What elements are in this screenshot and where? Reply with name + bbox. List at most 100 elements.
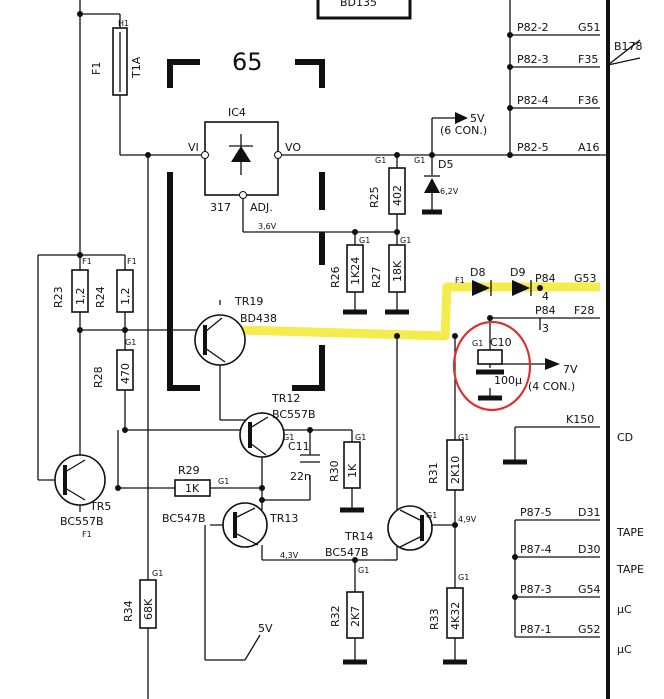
regulator-ic4: IC4 VI VO 317 ADJ. [188,106,301,214]
svg-text:2K7: 2K7 [349,606,362,627]
svg-text:G1: G1 [458,433,469,442]
svg-text:18K: 18K [391,260,404,282]
svg-text:G52: G52 [578,623,601,636]
svg-text:R28: R28 [92,366,105,388]
transistor-tr12: TR12 BC557B [239,392,316,458]
svg-text:P87-3: P87-3 [520,583,552,596]
svg-text:R26: R26 [329,266,342,288]
svg-text:P87-1: P87-1 [520,623,552,636]
svg-text:B178: B178 [614,40,643,53]
svg-text:CD: CD [617,431,633,444]
transistor-tr5: TR5 BC557B F1 [54,454,111,539]
svg-text:TR12: TR12 [271,392,300,405]
svg-text:C10: C10 [490,336,512,349]
svg-text:R27: R27 [370,266,383,288]
resistor-r34: 68K R34 [122,579,157,629]
svg-text:P84: P84 [535,304,556,317]
v-4v3: 4,3V [280,551,299,560]
svg-text:G1: G1 [152,569,163,578]
svg-text:R31: R31 [427,462,440,484]
resistor-r29: 1K R29 [174,464,211,497]
svg-text:BC547B: BC547B [325,546,369,559]
svg-text:TR13: TR13 [269,512,298,525]
transistor-tr14: TR14 BC547B [325,505,433,559]
svg-text:F1: F1 [455,276,465,285]
svg-text:VO: VO [285,141,301,154]
svg-text:IC4: IC4 [228,106,246,119]
svg-text:2K10: 2K10 [449,456,462,484]
svg-text:5V: 5V [470,112,485,125]
svg-text:F36: F36 [578,94,598,107]
svg-text:7V: 7V [563,363,578,376]
svg-text:F1: F1 [127,257,137,266]
svg-text:G1: G1 [218,477,229,486]
svg-text:G1: G1 [426,511,437,520]
svg-text:100µ: 100µ [494,374,522,387]
svg-text:1K24: 1K24 [349,257,362,285]
svg-text:P82-2: P82-2 [517,21,549,34]
svg-text:P87-4: P87-4 [520,543,552,556]
v-6v2: 6,2V [440,187,459,196]
svg-text:R23: R23 [52,286,65,308]
svg-text:G1: G1 [400,236,411,245]
fuse-f1: F1 T1A H1 [90,19,143,96]
wiring [37,0,608,699]
svg-text:BC557B: BC557B [272,408,316,421]
svg-text:(4 CON.): (4 CON.) [528,380,575,393]
svg-text:G1: G1 [414,156,425,165]
v-5v-bottom: 5V [258,622,273,635]
svg-text:R24: R24 [94,286,107,308]
svg-text:F35: F35 [578,53,598,66]
diode-d5: D5 [424,158,453,193]
transistor-tr13: TR13 BC547B [162,502,298,548]
svg-text:F1: F1 [90,62,103,75]
arrow-5v-top: 5V (6 CON.) [440,112,487,137]
svg-text:D9: D9 [510,266,525,279]
resistor-r32: 2K7 R32 [329,591,364,639]
svg-text:G54: G54 [578,583,601,596]
svg-text:TR14: TR14 [344,530,373,543]
svg-text:(6 CON.): (6 CON.) [440,124,487,137]
svg-text:VI: VI [188,141,199,154]
svg-text:G1: G1 [125,338,136,347]
svg-text:F28: F28 [574,304,594,317]
svg-text:G51: G51 [578,21,601,34]
resistor-r26: 1K24 R26 [329,244,364,293]
diode-d8: D8 F1 [455,266,492,296]
svg-text:A16: A16 [578,141,600,154]
svg-text:G1: G1 [472,339,483,348]
svg-text:K150: K150 [566,413,594,426]
svg-text:TR19: TR19 [234,295,263,308]
resistor-r27: 18K R27 [370,244,406,293]
svg-text:1,2: 1,2 [119,288,132,306]
resistor-r30: 1K R30 [328,441,361,489]
svg-text:317: 317 [210,201,231,214]
svg-text:G1: G1 [359,236,370,245]
svg-text:R29: R29 [178,464,200,477]
svg-text:H1: H1 [118,19,129,28]
svg-text:P84: P84 [535,272,556,285]
transistor-tr19: TR19 BD438 [194,295,277,366]
svg-text:R34: R34 [122,600,135,622]
junction-dots [77,11,543,600]
arrow-7v: 7V (4 CON.) [528,358,578,393]
block-outline [167,59,325,391]
svg-text:F1: F1 [82,530,92,539]
svg-text:4K32: 4K32 [449,602,462,630]
svg-text:D8: D8 [470,266,485,279]
svg-text:R32: R32 [329,605,342,627]
svg-text:1K: 1K [346,463,359,478]
red-circle-annotation [452,320,532,412]
svg-text:R33: R33 [428,608,441,630]
v-3v6: 3,6V [258,222,277,231]
svg-text:D31: D31 [578,506,600,519]
resistor-r31: 2K10 R31 [427,439,464,491]
svg-text:P82-5: P82-5 [517,141,549,154]
svg-text:D30: D30 [578,543,600,556]
resistor-r25: 402 R25 [368,167,406,215]
svg-text:402: 402 [391,185,404,206]
svg-text:P82-4: P82-4 [517,94,549,107]
svg-text:µC: µC [617,643,632,656]
svg-text:22n: 22n [290,470,311,483]
